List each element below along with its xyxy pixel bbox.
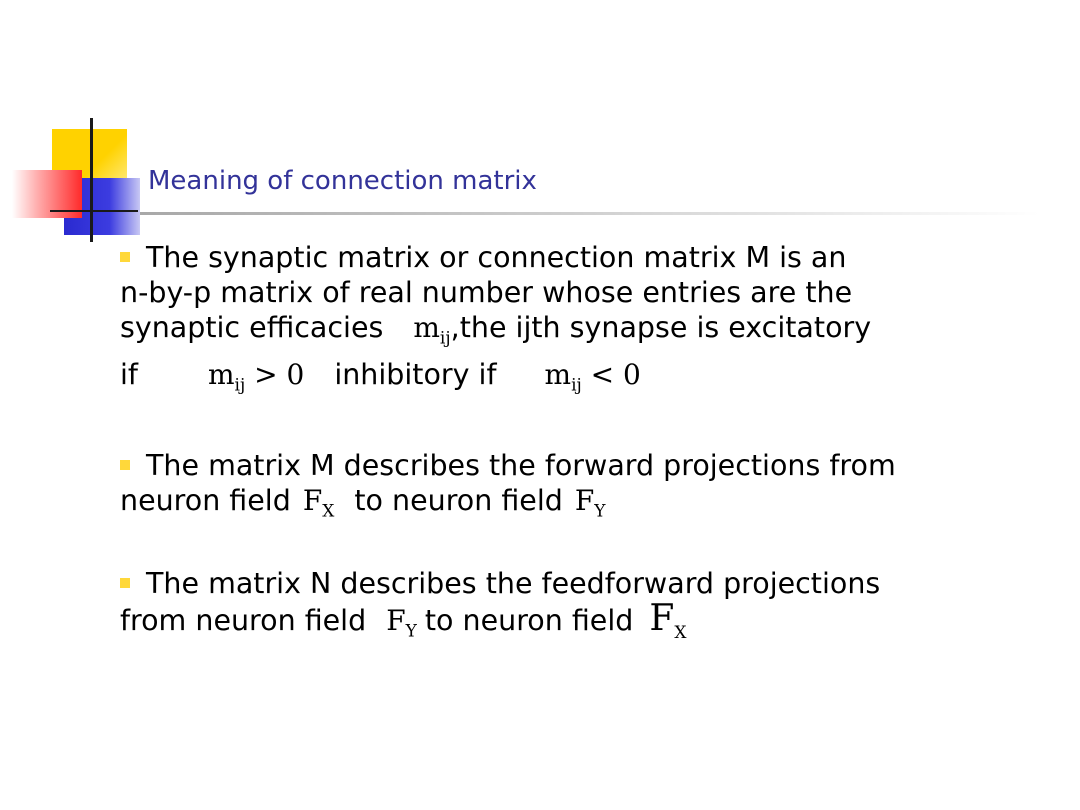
p1-line-3: synaptic efficacies mij,the ijth synapse … bbox=[120, 310, 871, 357]
bullet-square-icon bbox=[120, 252, 130, 262]
math-f-x: FX bbox=[302, 484, 335, 522]
bullet-square-icon bbox=[120, 578, 130, 588]
math-f-y: FY bbox=[386, 604, 417, 642]
p2-text-2b: to neuron field bbox=[354, 484, 563, 517]
math-f-x-large: FX bbox=[649, 598, 687, 644]
math-f-y: FY bbox=[574, 484, 606, 522]
math-m-ij-lt-0: mij < 0 bbox=[544, 357, 641, 396]
p3-text-2a: from neuron field bbox=[120, 604, 367, 637]
p3-text-2b: to neuron field bbox=[424, 604, 634, 637]
p1-text-1: The synaptic matrix or connection matrix… bbox=[146, 241, 847, 274]
decor-horizontal-line bbox=[50, 210, 138, 212]
p1-text-3a: synaptic efficacies bbox=[120, 311, 384, 344]
p2-line-1: The matrix M describes the forward proje… bbox=[120, 448, 896, 483]
p2-text-1: The matrix M describes the forward proje… bbox=[146, 449, 896, 482]
p2-text-2a: neuron field bbox=[120, 484, 291, 517]
p1-line-2: n-by-p matrix of real number whose entri… bbox=[120, 276, 853, 309]
p1-text-inhibitory: inhibitory if bbox=[334, 357, 497, 391]
p1-comma: , bbox=[450, 311, 460, 344]
bullet-paragraph-1: The synaptic matrix or connection matrix… bbox=[120, 240, 871, 403]
math-m-ij-gt-0: mij > 0 bbox=[207, 357, 305, 396]
bullet-square-icon bbox=[120, 460, 130, 470]
bullet-paragraph-2: The matrix M describes the forward proje… bbox=[120, 448, 896, 530]
bullet-paragraph-3: The matrix N describes the feedforward p… bbox=[120, 566, 880, 651]
p1-text-if: if bbox=[120, 357, 138, 391]
title-underline bbox=[140, 212, 1040, 215]
p2-line-2: neuron field FX to neuron field FY bbox=[120, 483, 896, 530]
p1-line-1: The synaptic matrix or connection matrix… bbox=[120, 240, 871, 275]
p1-line-4: if mij > 0 inhibitory if mij < 0 bbox=[120, 357, 871, 404]
p3-line-1: The matrix N describes the feedforward p… bbox=[120, 566, 880, 601]
p3-text-1: The matrix N describes the feedforward p… bbox=[146, 567, 881, 600]
math-m-ij: mij bbox=[413, 311, 451, 349]
decor-vertical-line bbox=[90, 118, 93, 242]
p1-text-3b: the ijth synapse is excitatory bbox=[459, 311, 872, 344]
slide-title: Meaning of connection matrix bbox=[148, 166, 537, 196]
